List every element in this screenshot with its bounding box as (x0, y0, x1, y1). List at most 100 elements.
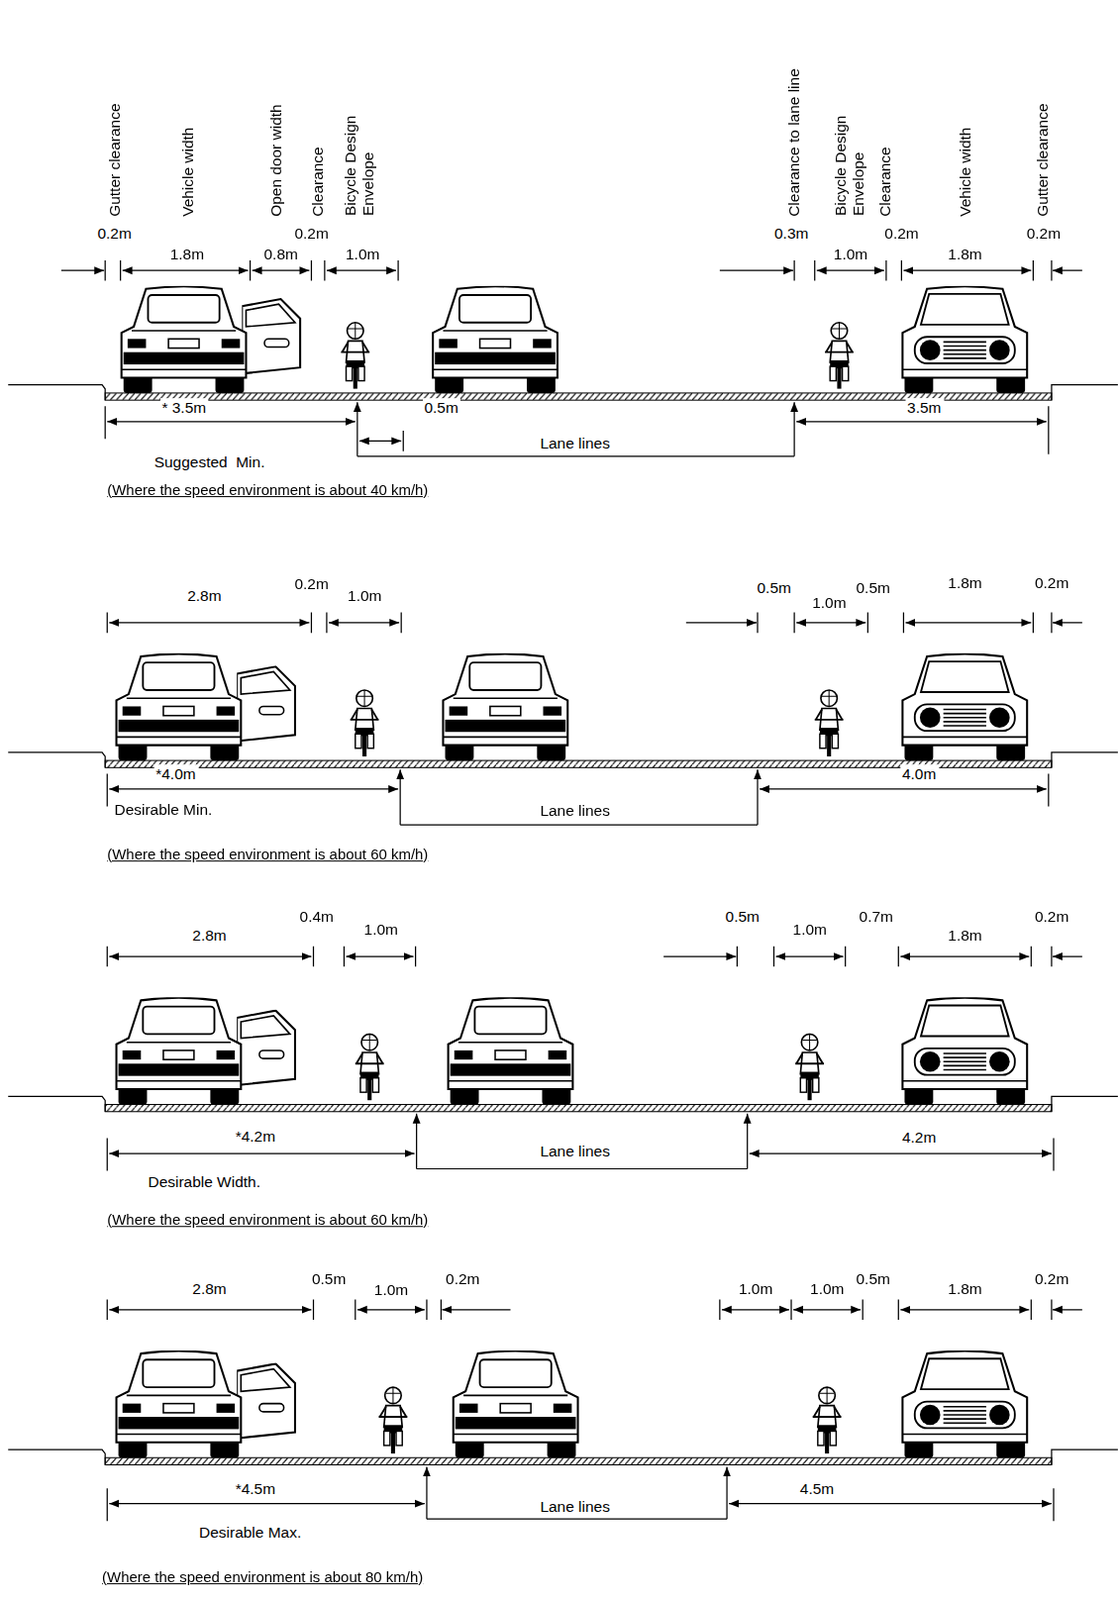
dimension-lines (359, 440, 402, 442)
dimension-label: 0.2m (882, 223, 921, 242)
dimension-lines (756, 769, 758, 825)
dimension-label: Lane lines (537, 1497, 612, 1516)
dimension-lines (106, 1299, 1052, 1321)
dimension-lines (108, 1309, 311, 1311)
vehicles (236, 1011, 296, 1086)
dimension-label: 0.5m (722, 907, 762, 925)
dimension-lines (793, 1309, 861, 1311)
dimension-label: Lane lines (537, 801, 612, 819)
dimension-lines (749, 1152, 1052, 1154)
dimension-label: 0.2m (95, 223, 134, 242)
dimension-label: 0.2m (292, 574, 331, 593)
column-heading: Bicycle Design Envelope (340, 88, 377, 216)
dimension-lines (106, 946, 1052, 968)
dimension-lines (122, 270, 249, 272)
dimension-label: 1.0m (736, 1279, 776, 1298)
vehicles (116, 653, 242, 761)
dimension-lines (328, 621, 400, 623)
road (104, 1457, 1052, 1465)
vehicles (814, 690, 844, 757)
dimension-label: 1.8m (945, 925, 985, 944)
vehicles (902, 286, 1027, 394)
dimension-label: 4.5m (798, 1479, 837, 1498)
vehicles (795, 1033, 824, 1101)
vehicles (241, 299, 301, 374)
dimension-lines (721, 1309, 790, 1311)
dimension-label: 1.0m (831, 244, 871, 263)
dimension-label: 1.0m (791, 919, 830, 938)
vehicles (813, 1387, 842, 1454)
dimension-label: 1.0m (808, 1279, 847, 1298)
dimension-lines (61, 260, 1083, 1522)
road (104, 1105, 1052, 1113)
dimension-lines (1052, 1309, 1083, 1311)
dimension-label: 1.0m (361, 919, 401, 938)
dimension-lines (1052, 955, 1083, 957)
dimension-lines (108, 621, 309, 623)
dimension-lines (252, 270, 310, 272)
dimension-label: 0.5m (754, 578, 794, 597)
dimension-label: 0.2m (1032, 907, 1072, 925)
dimension-label: 0.2m (1032, 1269, 1072, 1288)
dimension-lines (415, 1114, 417, 1170)
dimension-label: 1.8m (945, 244, 985, 263)
dimension-lines (326, 270, 397, 272)
column-heading: Bicycle Design Envelope (830, 88, 867, 216)
dimension-lines (104, 260, 1052, 282)
dimension-label: 1.8m (945, 573, 985, 592)
column-heading: Vehicle width (955, 127, 974, 217)
dimension-lines (900, 955, 1029, 957)
vehicles (116, 286, 1028, 1458)
dimension-lines (759, 788, 1047, 790)
column-heading: Vehicle width (178, 127, 197, 217)
dimension-lines (357, 1309, 425, 1311)
vehicles (453, 1351, 579, 1459)
dimension-lines (793, 402, 795, 457)
dimension-label: * 3.5m (159, 398, 208, 416)
dimension-lines (61, 270, 104, 272)
dimension-lines (663, 955, 736, 957)
dimension-lines (816, 270, 885, 272)
column-heading: Clearance (875, 146, 894, 216)
vehicles (824, 322, 854, 390)
dimension-label: 0.2m (1032, 573, 1072, 592)
vehicles (902, 998, 1027, 1106)
dimension-lines (425, 1467, 427, 1521)
dimension-label: 1.8m (168, 244, 207, 263)
dimension-lines (725, 1467, 727, 1521)
dimension-label: 0.3m (772, 223, 812, 242)
dimension-lines (108, 955, 311, 957)
dimension-lines (905, 621, 1031, 623)
dimension-label: Desirable Min. (111, 800, 214, 818)
dimension-lines (108, 788, 399, 790)
dimension-label: 0.8m (261, 244, 301, 263)
dimension-lines (106, 612, 1052, 634)
vehicles (432, 286, 558, 394)
road (7, 385, 1118, 1466)
vehicles (350, 690, 380, 757)
dimension-label: 0.2m (292, 223, 331, 242)
dimension-label: 2.8m (190, 925, 229, 944)
vehicles (236, 1363, 296, 1438)
dimension-label: 0.4m (298, 907, 337, 925)
vehicles (236, 666, 296, 741)
dimension-label: 1.0m (372, 1280, 411, 1299)
dimension-label: *4.2m (233, 1126, 279, 1145)
dimension-label: *4.5m (233, 1479, 279, 1498)
dimension-lines (108, 1503, 425, 1505)
vehicles (442, 653, 568, 761)
dimension-label: 0.5m (853, 578, 893, 597)
dimension-label: 0.5m (853, 1269, 893, 1288)
dimension-lines (1052, 270, 1083, 272)
dimension-label: 4.0m (900, 764, 939, 783)
vehicles (116, 998, 242, 1106)
dimension-label: Lane lines (537, 1141, 612, 1160)
dimension-lines (903, 270, 1031, 272)
speed-note: (Where the speed environment is about 60… (106, 845, 428, 863)
dimension-label: 4.2m (900, 1127, 939, 1146)
dimension-lines (776, 955, 844, 957)
column-heading: Gutter clearance (104, 103, 123, 217)
dimension-label: 1.8m (945, 1279, 985, 1298)
column-heading: Clearance to lane line (784, 68, 803, 217)
